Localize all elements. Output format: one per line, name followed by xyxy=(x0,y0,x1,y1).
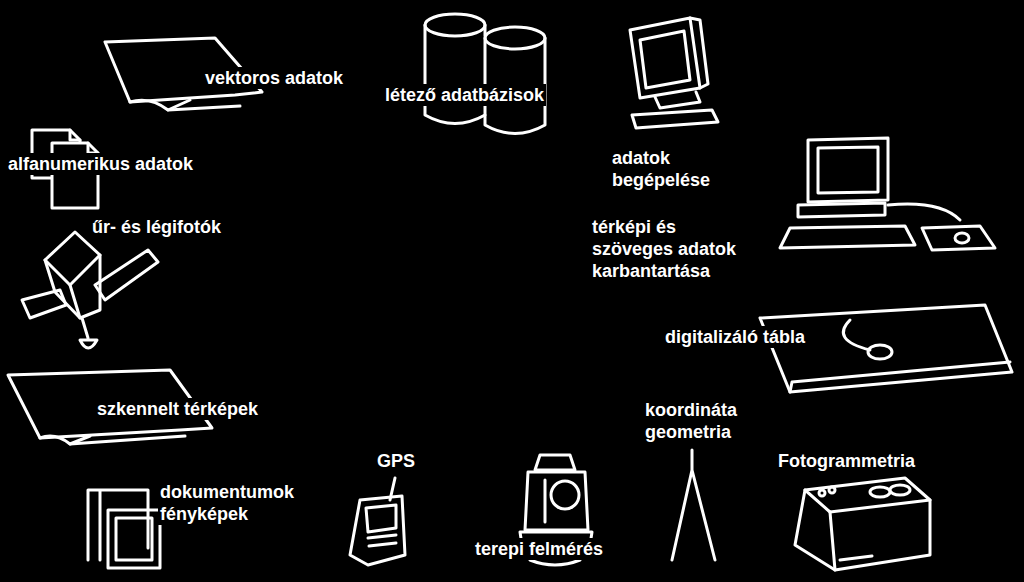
icon-label: szkennelt térképek xyxy=(95,398,260,420)
icon-label: koordináta geometria xyxy=(643,399,762,443)
icon-label: vektoros adatok xyxy=(203,67,345,89)
gps-icon xyxy=(350,478,405,565)
icon-label: dokumentumok fényképek xyxy=(158,481,302,525)
photo-icon xyxy=(88,490,160,568)
icon-label: digitalizáló tábla xyxy=(663,326,807,348)
icon-label: GPS xyxy=(375,450,417,472)
icon-label: alfanumerikus adatok xyxy=(6,153,195,175)
icon-label: létező adatbázisok xyxy=(383,84,546,106)
photogrammetry-icon xyxy=(795,478,930,570)
workstation-icon xyxy=(780,138,995,250)
satellite-icon xyxy=(22,232,158,348)
computer-icon xyxy=(630,18,718,128)
compass-icon xyxy=(672,450,715,560)
icon-label: térképi és szöveges adatok karbantartása xyxy=(590,216,754,282)
tablet-icon xyxy=(760,305,1012,392)
icon-label: űr- és légifotók xyxy=(90,216,223,238)
icon-label: Fotogrammetria xyxy=(776,450,917,472)
icon-label: terepi felmérés xyxy=(473,538,605,560)
icon-label: adatok begépelése xyxy=(610,147,724,191)
database-icon xyxy=(425,14,545,134)
